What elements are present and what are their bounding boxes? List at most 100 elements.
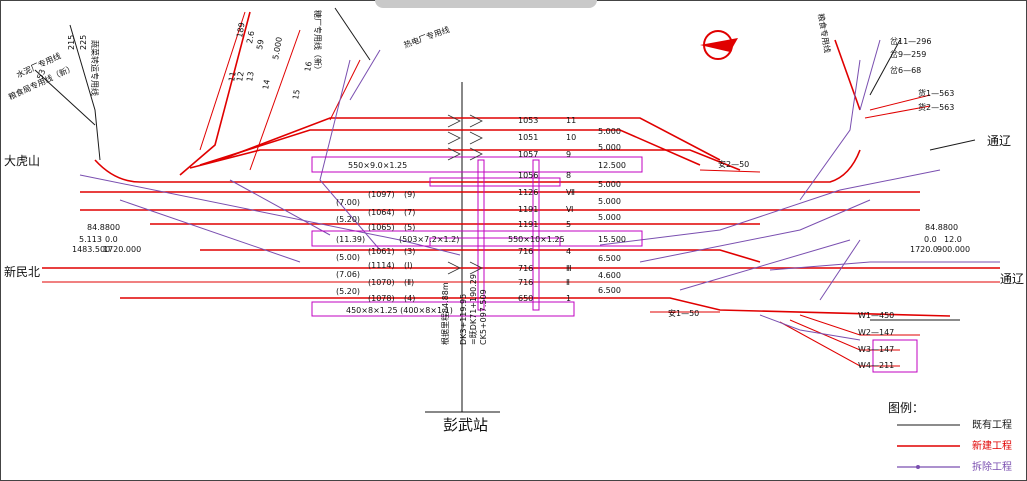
branch-label-3: 糖厂专用线（新）: [313, 10, 323, 74]
chainage-left-4: 1720.000: [103, 245, 141, 254]
platform-3-label: 450×8×1.25 (400×8×1.1): [346, 306, 453, 315]
platform-1-label: 550×9.0×1.25: [348, 161, 407, 170]
branch-an1-label: 安1—50: [668, 308, 699, 318]
track-oldlen-VI: (1064): [368, 208, 395, 217]
branch-code-c: 13: [245, 71, 256, 83]
track-oldno-4: (3): [404, 247, 415, 256]
removed-line-6: [679, 239, 851, 291]
yard-label-W2: W2—147: [858, 328, 894, 337]
center-note-1: DK3+119.95: [459, 294, 468, 345]
removed-line-9: [799, 59, 861, 201]
legend: 图例： 既有工程 新建工程 拆除工程: [888, 401, 1012, 473]
track-length-8: 1056: [518, 171, 538, 180]
track-1: [120, 297, 951, 317]
track-oldlen-1: (1078): [368, 294, 395, 303]
switch-markers: [447, 114, 483, 275]
center-note-2: =既DK71+190.29: [469, 274, 478, 345]
track-oldno-5: (5): [404, 223, 415, 232]
branch-huo1: [869, 94, 931, 111]
removed-line-13: [819, 239, 861, 301]
new-track-group: [42, 11, 1000, 367]
yard-W3: [789, 319, 900, 351]
track-length-1: 650: [518, 294, 533, 303]
legend-label-new: 新建工程: [972, 439, 1012, 452]
branch-code-1: 225: [79, 35, 88, 50]
existing-line-2: [34, 69, 96, 126]
removed-line-3: [229, 179, 331, 236]
track-length-VII: 1126: [518, 188, 538, 197]
yard-W2: [799, 314, 920, 336]
removed-line-4: [599, 169, 941, 246]
legend-title: 图例：: [888, 401, 924, 415]
track-length-11: 1053: [518, 116, 538, 125]
branch-line-d: [329, 59, 361, 121]
platform-1: [311, 156, 643, 173]
direction-upper-right: 通辽: [987, 134, 1011, 148]
yard-building: [872, 339, 918, 373]
track-oldlen-II: (1070): [368, 278, 395, 287]
switch-mark-9: [447, 147, 483, 161]
removed-line-8: [349, 49, 381, 101]
track-spacing-8: 12.500: [598, 161, 626, 170]
chainage-right-1: 0.0: [924, 235, 937, 244]
overpass-left: [477, 159, 485, 311]
track-oldno-III: (Ⅰ): [404, 261, 413, 270]
branch-code-f: 2.6: [245, 30, 256, 44]
track-no-1: 1: [566, 294, 571, 303]
track-spacing-II: 4.600: [598, 271, 621, 280]
removed-line-12: [759, 314, 861, 341]
platform-group: [311, 156, 918, 373]
switch-mark-11: [447, 114, 483, 128]
track-no-VI: Ⅵ: [566, 205, 573, 214]
branch-an2: [699, 169, 761, 173]
chainage-left-3: 1483.500: [72, 245, 110, 254]
track-no-III: Ⅲ: [566, 264, 572, 273]
track-no-II: Ⅱ: [566, 278, 570, 287]
platform-2-label: (503×7.2×1.2): [399, 235, 459, 244]
center-note-3: CK5+097.509: [479, 289, 488, 345]
legend-label-existing: 既有工程: [972, 418, 1012, 431]
track-spacing-5: 5.000: [598, 213, 621, 222]
branch-right-2: 岔6—68: [890, 65, 921, 75]
track-no-5: 5: [566, 220, 571, 229]
platform-3: [311, 301, 575, 317]
direction-upper-left: 大虎山: [4, 154, 40, 168]
existing-line-4: [869, 39, 901, 96]
passage-1: [429, 177, 561, 187]
track-oldsp-4: (11.39): [336, 235, 365, 244]
branch-right-1: 岔9—259: [890, 49, 926, 59]
branch-right-0: 岔11—296: [890, 36, 931, 46]
removed-line-1: [79, 174, 461, 256]
track-spacing-VI: 5.000: [598, 197, 621, 206]
legend-removed-dot: [916, 465, 920, 469]
track-length-10: 1051: [518, 133, 538, 142]
branch-code-i: 15: [291, 89, 302, 101]
track-spacing-10: 5.000: [598, 127, 621, 136]
chainage-right: 84.8800 0.0 12.0 1720.0 900.000: [910, 223, 970, 254]
branch-huo2: [864, 105, 931, 119]
track-no-8: 8: [566, 171, 571, 180]
chainage-right-4: 900.000: [937, 245, 970, 254]
chainage-right-3: 1720.0: [910, 245, 938, 254]
center-note-0: 根据里程84.88m: [440, 282, 450, 345]
branch-label-4: 热电厂专用线: [402, 24, 451, 50]
track-no-10: 10: [566, 133, 576, 142]
track-no-11: 11: [566, 116, 576, 125]
branch-right-4: 货2—563: [918, 102, 954, 112]
chainage-right-2: 12.0: [944, 235, 962, 244]
chainage-left: 84.8800 5.113 0.0 1483.500 1720.000: [72, 223, 141, 254]
track-spacing-VII: 5.000: [598, 180, 621, 189]
existing-line-5: [929, 139, 976, 151]
track-length-III: 716: [518, 264, 533, 273]
track-oldsp-II: (7.06): [336, 270, 360, 279]
track-9: [189, 149, 741, 171]
track-no-VII: Ⅶ: [566, 188, 575, 197]
track-oldsp-1: (5.20): [336, 287, 360, 296]
legend-label-removed: 拆除工程: [972, 460, 1012, 473]
chainage-left-1: 5.113: [79, 235, 102, 244]
track-spacing-1: 6.500: [598, 286, 621, 295]
track-length-9: 1057: [518, 150, 538, 159]
removed-line-10: [859, 39, 881, 111]
yard-W4: [779, 321, 900, 367]
